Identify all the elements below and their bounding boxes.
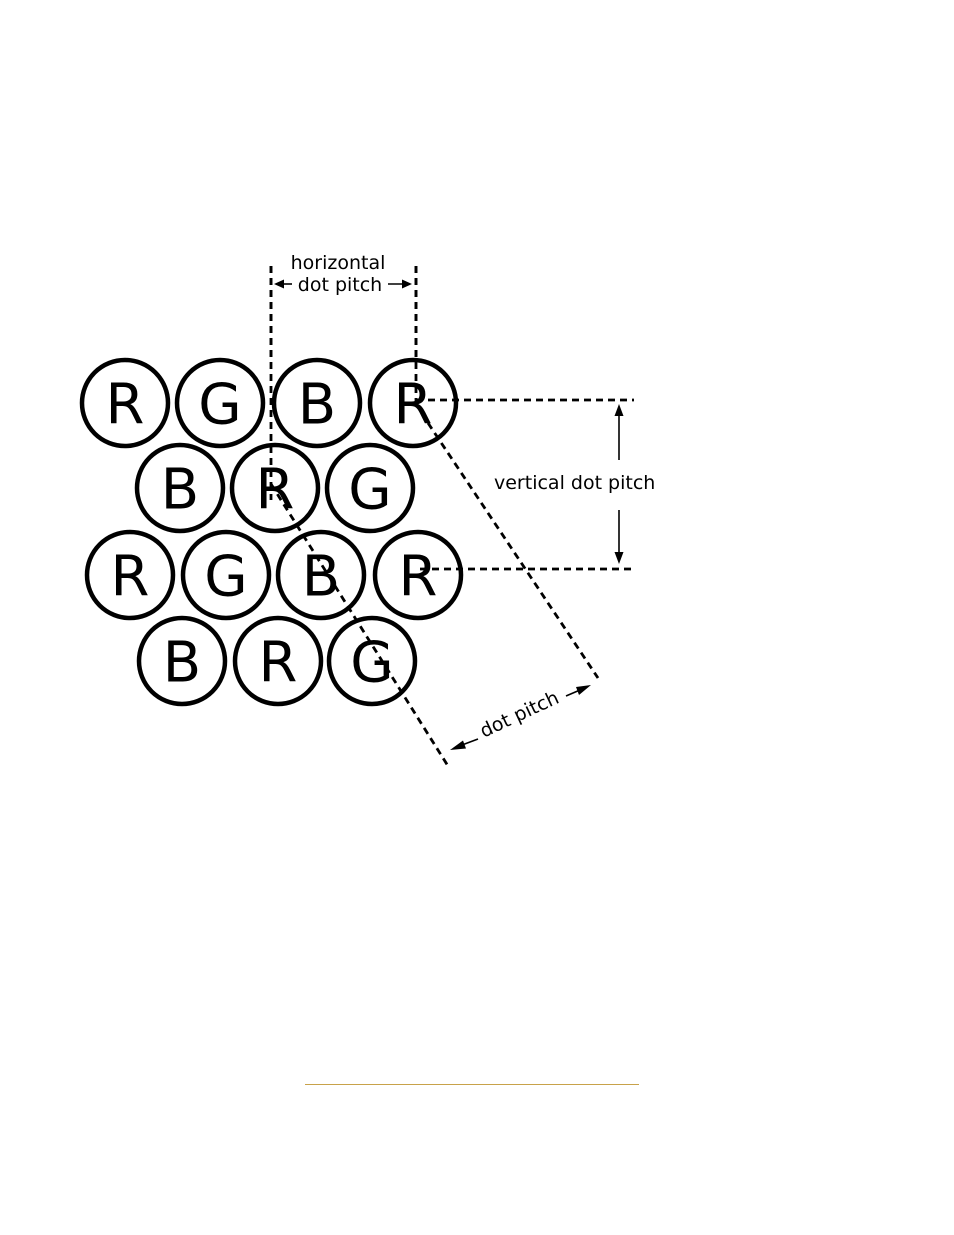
dot-pitch-label: dot pitch <box>477 687 563 743</box>
horizontal-pitch-label-line1: horizontal <box>291 252 386 274</box>
footer-divider <box>305 1084 639 1085</box>
phosphor-dot-r: R <box>79 357 171 449</box>
dot-pitch-guide-upper <box>426 422 600 679</box>
dot-pitch-arrow-right <box>565 685 591 697</box>
phosphor-dot-letter: G <box>348 458 391 523</box>
phosphor-dot-g: G <box>326 615 418 707</box>
phosphor-dot-b: B <box>271 357 363 449</box>
dot-pitch-arrow-left <box>450 738 479 750</box>
phosphor-dot-circle <box>271 357 363 449</box>
phosphor-dot-r: R <box>232 615 324 707</box>
phosphor-dot-letter: B <box>298 373 336 438</box>
phosphor-dot-letter: R <box>259 631 298 696</box>
phosphor-dot-letter: R <box>106 373 145 438</box>
phosphor-dot-letter: B <box>302 545 340 610</box>
phosphor-dot-circle <box>232 615 324 707</box>
horizontal-pitch-arrow-left <box>274 279 292 289</box>
phosphor-dot-letter: R <box>111 545 150 610</box>
phosphor-dot-letter: R <box>394 373 433 438</box>
horizontal-pitch-arrow-right <box>388 279 412 289</box>
phosphor-dot-r: R <box>372 529 464 621</box>
phosphor-dot-g: G <box>174 357 266 449</box>
vertical-pitch-label: vertical dot pitch <box>494 472 655 494</box>
phosphor-dot-circle <box>174 357 266 449</box>
phosphor-dot-letter: B <box>161 458 199 523</box>
phosphor-dot-b: B <box>136 615 228 707</box>
phosphor-dot-letter: R <box>399 545 438 610</box>
phosphor-dot-circle <box>326 615 418 707</box>
phosphor-dot-letter: R <box>256 458 295 523</box>
phosphor-dot-letter: G <box>204 545 247 610</box>
phosphor-dot-letter: G <box>198 373 241 438</box>
phosphor-dot-circle <box>136 615 228 707</box>
phosphor-dot-g: G <box>324 442 416 534</box>
phosphor-dot-r: R <box>84 529 176 621</box>
phosphor-dot-circle <box>180 529 272 621</box>
phosphor-dot-r: R <box>367 357 459 449</box>
horizontal-pitch-label-line2: dot pitch <box>298 274 382 296</box>
phosphor-dot-b: B <box>275 529 367 621</box>
guide-overlay <box>269 266 418 360</box>
phosphor-dot-circle <box>134 442 226 534</box>
phosphor-dot-circle <box>372 529 464 621</box>
phosphor-dot-circle <box>367 357 459 449</box>
phosphor-dot-letter: G <box>350 631 393 696</box>
phosphor-dot-letter: B <box>163 631 201 696</box>
phosphor-dot-circle <box>324 442 416 534</box>
vertical-pitch-arrow-down <box>614 510 624 564</box>
phosphor-dot-circle <box>84 529 176 621</box>
dot-pitch-guide-lower <box>269 483 450 767</box>
vertical-pitch-arrow-up <box>614 404 624 460</box>
phosphor-dot-g: G <box>180 529 272 621</box>
phosphor-dot-b: B <box>134 442 226 534</box>
phosphor-dot-circle <box>79 357 171 449</box>
